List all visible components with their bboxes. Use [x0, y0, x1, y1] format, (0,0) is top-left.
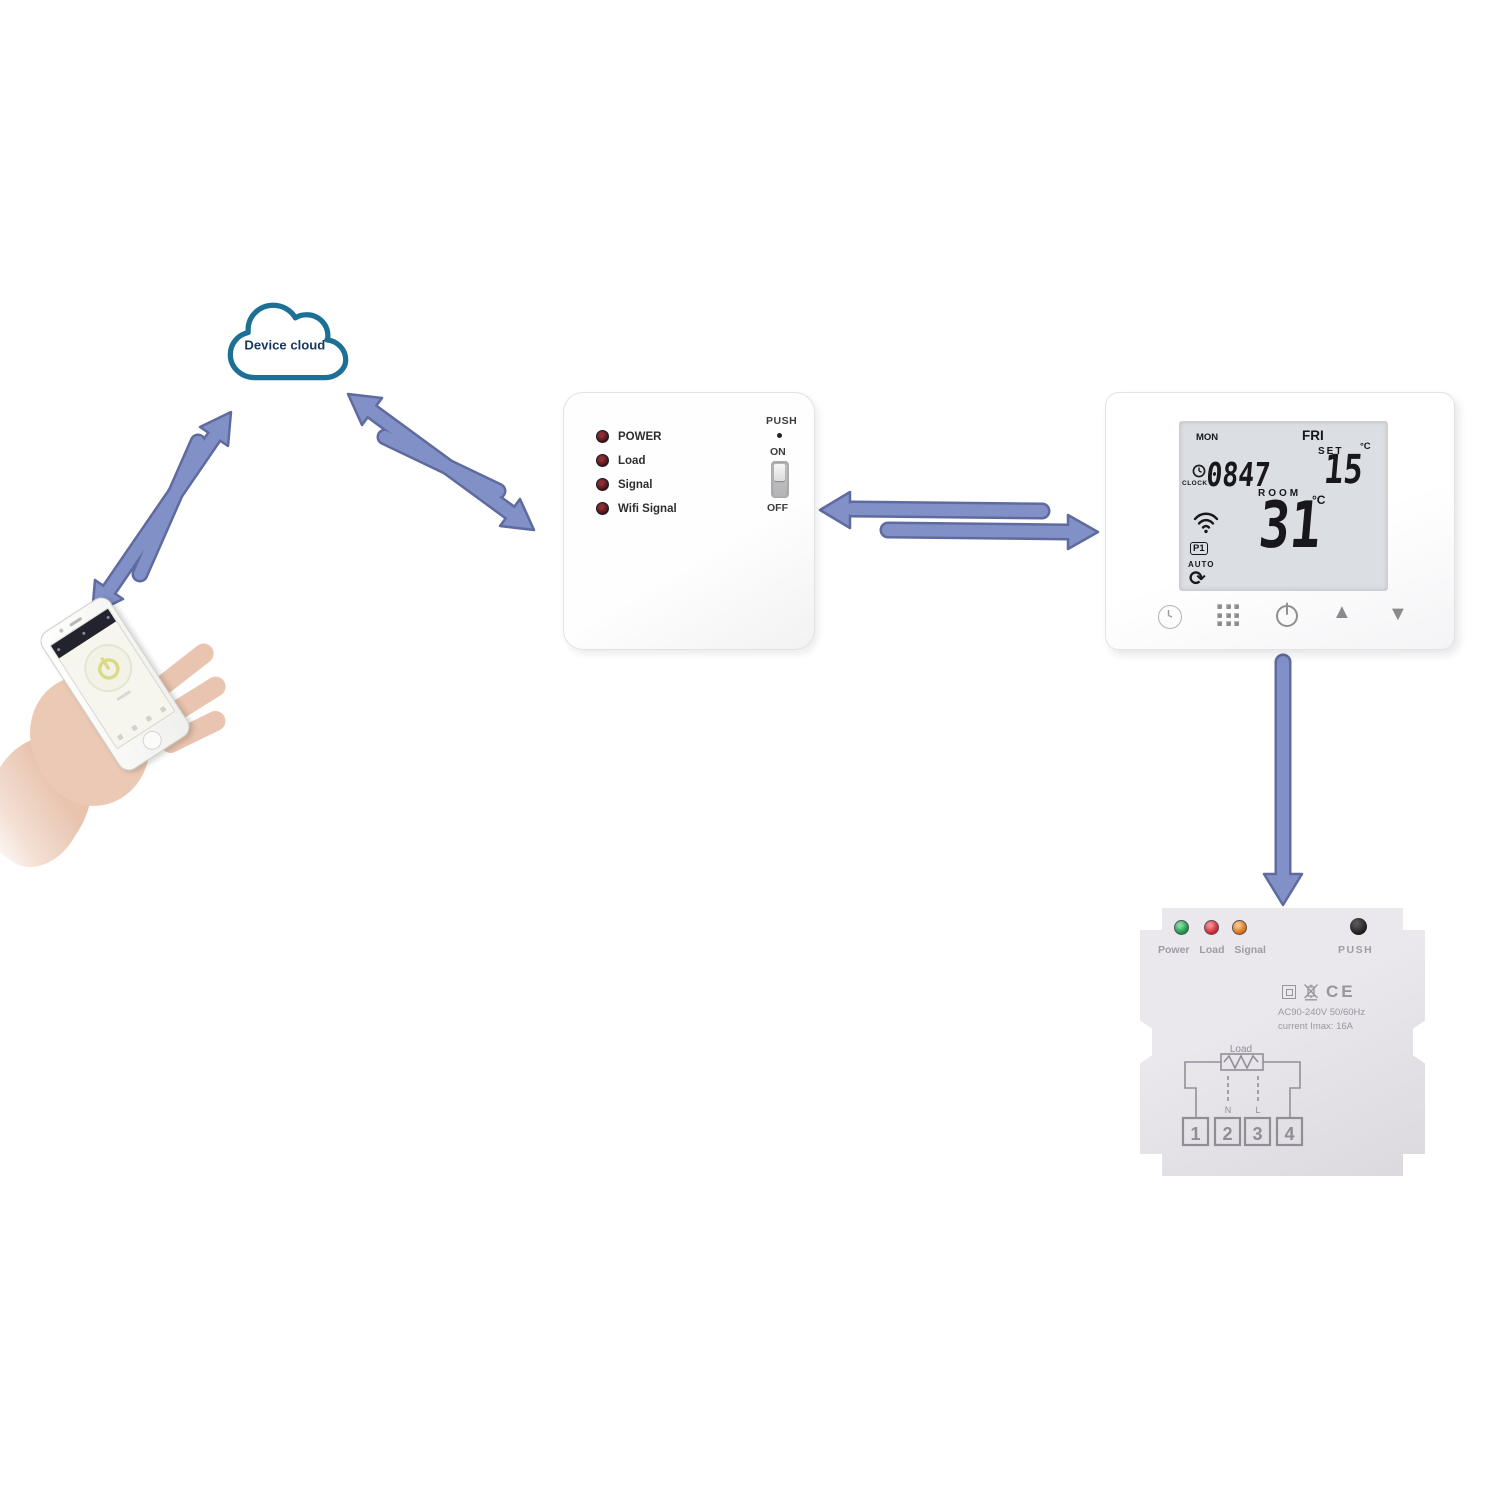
signal-led-label: Signal [618, 478, 653, 491]
terminal-2: 2 [1222, 1124, 1232, 1144]
power-led-label: POWER [618, 430, 662, 443]
arrow-thermostat-relay [1262, 653, 1304, 907]
grid-dot [1234, 612, 1239, 618]
grid-dot [1217, 621, 1222, 626]
load-led-label: Load [618, 454, 646, 467]
grid-dot [1225, 612, 1231, 618]
arrow-receiver-thermostat [818, 490, 1100, 551]
relay-push-label: PUSH [1338, 944, 1374, 956]
cycle-mode-icon: ⟳ [1189, 566, 1206, 590]
clock-icon [1192, 464, 1206, 478]
front-camera-icon [58, 627, 65, 634]
grid-dot [1225, 604, 1231, 609]
room-temp-value: 31 [1255, 489, 1325, 563]
power-button[interactable] [1273, 601, 1301, 629]
clock-label: CLOCK [1182, 480, 1208, 487]
up-button[interactable]: ▲ [1332, 601, 1352, 623]
clock-button-icon [1167, 610, 1173, 618]
receiver-led-row: Wifi Signal [596, 502, 677, 515]
wifi-signal-led-label: Wifi Signal [618, 502, 677, 515]
arrow-phone-cloud [90, 410, 233, 616]
hand-holding-smartphone [0, 592, 262, 883]
lcd-display: MON FRI SET °C 15 CLOCK 0847 ROOM °C 31 … [1179, 421, 1388, 591]
signal-led [596, 478, 609, 491]
status-icon [81, 631, 86, 636]
push-pinhole-button[interactable] [777, 433, 782, 438]
wifi-receiver: POWER Load Signal Wifi Signal PUSH ON OF… [563, 392, 815, 650]
toolbar-icon[interactable] [131, 724, 139, 732]
cloud-label: Device cloud [244, 337, 325, 352]
relay-power-led [1174, 920, 1189, 935]
day-indicator: MON [1196, 432, 1219, 443]
relay-load-led [1204, 920, 1219, 935]
relay-module: Power Load Signal PUSH CE AC90-240V 50/6… [1140, 908, 1425, 1176]
app-screen [49, 607, 176, 750]
app-status-dash [116, 690, 132, 702]
weee-bin-icon [1303, 983, 1319, 1001]
current-spec: current Imax: 16A [1278, 1021, 1353, 1032]
grid-dot [1217, 612, 1222, 618]
toolbar-icon[interactable] [159, 705, 167, 713]
clock-button[interactable] [1158, 605, 1182, 629]
off-label: OFF [767, 502, 788, 514]
neutral-label: N [1225, 1105, 1232, 1115]
smartphone [35, 592, 195, 776]
app-power-button[interactable] [75, 634, 142, 702]
set-day-indicator: FRI [1302, 428, 1324, 443]
wifi-signal-led [596, 502, 609, 515]
receiver-led-row: Signal [596, 478, 653, 491]
power-icon [98, 657, 120, 680]
switch-knob[interactable] [773, 464, 785, 481]
thermostat: MON FRI SET °C 15 CLOCK 0847 ROOM °C 31 … [1105, 392, 1455, 650]
terminal-4: 4 [1284, 1124, 1294, 1144]
menu-icon [56, 647, 61, 652]
set-temp-value: 15 [1322, 447, 1365, 493]
relay-signal-led [1232, 920, 1247, 935]
auto-mode-label: AUTO [1188, 560, 1215, 569]
program-indicator: P1 [1190, 542, 1208, 555]
push-label: PUSH [766, 415, 798, 427]
device-cloud: Device cloud [227, 302, 349, 381]
live-label: L [1255, 1105, 1260, 1115]
power-led [596, 430, 609, 443]
room-label: ROOM [1258, 488, 1302, 499]
program-grid-button[interactable] [1217, 604, 1242, 629]
load-led [596, 454, 609, 467]
terminal-3: 3 [1252, 1124, 1262, 1144]
toolbar-icon[interactable] [116, 733, 124, 741]
cloud-icon [227, 302, 349, 381]
class2-insulation-icon [1282, 985, 1296, 999]
certification-row: CE [1282, 982, 1356, 1002]
grid-dot [1217, 604, 1222, 609]
receiver-led-row: Load [596, 454, 645, 467]
load-label: Load [1230, 1044, 1252, 1055]
arrow-cloud-receiver [346, 392, 536, 532]
wifi-icon [1193, 512, 1219, 534]
wiring-diagram: Load N L 1 2 3 4 [1175, 1043, 1310, 1158]
settings-icon [106, 615, 111, 620]
on-off-switch[interactable] [771, 461, 789, 498]
ce-mark: CE [1326, 982, 1356, 1001]
on-label: ON [770, 446, 786, 458]
down-button[interactable]: ▼ [1388, 603, 1408, 625]
set-label: SET [1318, 446, 1344, 457]
set-temp-unit: °C [1360, 441, 1371, 452]
grid-dot [1234, 604, 1239, 609]
terminal-1: 1 [1190, 1124, 1200, 1144]
relay-led-caption: Power Load Signal [1158, 944, 1266, 956]
voltage-spec: AC90-240V 50/60Hz [1278, 1007, 1366, 1018]
receiver-led-row: POWER [596, 430, 661, 443]
time-value: 0847 [1204, 455, 1272, 494]
grid-dot [1225, 621, 1231, 626]
relay-push-button[interactable] [1350, 918, 1367, 935]
toolbar-icon[interactable] [145, 715, 153, 723]
grid-dot [1234, 621, 1239, 626]
room-temp-unit: °C [1312, 493, 1326, 507]
